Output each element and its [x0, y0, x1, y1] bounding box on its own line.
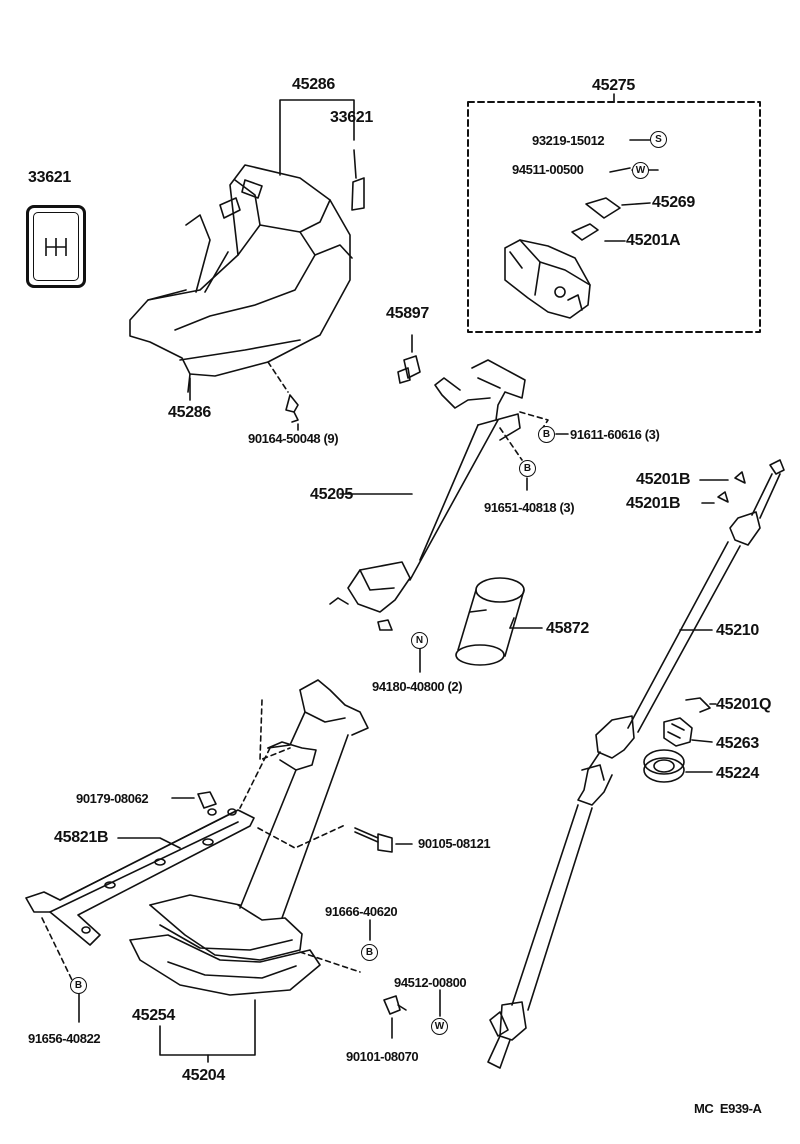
- label-33621-cover: 33621: [330, 109, 373, 126]
- label-45224: 45224: [716, 765, 759, 782]
- label-45254: 45254: [132, 1007, 175, 1024]
- label-45821B: 45821B: [54, 829, 109, 846]
- label-90101: 90101-08070: [346, 1049, 419, 1064]
- bolt-90105-drawing: [354, 827, 393, 853]
- label-94180: 94180-40800 (2): [372, 679, 463, 694]
- label-45205: 45205: [310, 486, 353, 503]
- stud-45897-drawing: [397, 334, 421, 384]
- bracket-45821B-drawing: [25, 808, 255, 946]
- lower-column-assembly-drawing: [129, 679, 369, 996]
- label-45275: 45275: [592, 77, 635, 94]
- retainer-45201A-drawing: [571, 223, 599, 241]
- label-91666: 91666-40620: [325, 904, 398, 919]
- plate-45269-drawing: [585, 197, 621, 219]
- label-45201A: 45201A: [626, 232, 681, 249]
- ignition-lock-body-drawing: [504, 239, 591, 319]
- marker-b-1: B: [538, 426, 555, 443]
- label-45872: 45872: [546, 620, 589, 637]
- label-94512: 94512-00800: [394, 975, 467, 990]
- label-90164: 90164-50048 (9): [248, 431, 339, 446]
- label-45210: 45210: [716, 622, 759, 639]
- label-45201B-1: 45201B: [636, 471, 691, 488]
- steering-shaft-45210-drawing: [487, 459, 785, 1069]
- marker-s: S: [650, 131, 667, 148]
- screw-90164-drawing: [267, 361, 299, 431]
- small-parts-drawing: [643, 697, 711, 783]
- marker-b-2: B: [519, 460, 536, 477]
- label-45201B-2: 45201B: [626, 495, 681, 512]
- label-91656: 91656-40822: [28, 1031, 101, 1046]
- label-93219: 93219-15012: [532, 133, 605, 148]
- label-45269: 45269: [652, 194, 695, 211]
- bushing-45872-drawing: [455, 577, 525, 666]
- label-plate-33621-drawing: [351, 177, 365, 211]
- label-90105: 90105-08121: [418, 836, 491, 851]
- marker-w-2: W: [431, 1018, 448, 1035]
- leader-45286-top: [279, 99, 355, 176]
- label-94511: 94511-00500: [512, 162, 584, 177]
- diagram-code: MC E939-A: [694, 1101, 762, 1116]
- label-45897: 45897: [386, 305, 429, 322]
- label-45204: 45204: [182, 1067, 225, 1084]
- marker-n: N: [411, 632, 428, 649]
- label-90179: 90179-08062: [76, 791, 149, 806]
- ignition-assembly-box: [467, 101, 761, 333]
- label-45263: 45263: [716, 735, 759, 752]
- label-45201Q: 45201Q: [716, 696, 772, 713]
- label-91651: 91651-40818 (3): [484, 500, 575, 515]
- upper-column-cover-drawing: [129, 164, 353, 393]
- nut-90179-drawing: [197, 791, 217, 809]
- label-91611: 91611-60616 (3): [570, 427, 660, 442]
- marker-b-3: B: [361, 944, 378, 961]
- label-45286-bottom: 45286: [168, 404, 211, 421]
- marker-b-4: B: [70, 977, 87, 994]
- marker-w-1: W: [632, 162, 649, 179]
- label-45286-top: 45286: [292, 76, 335, 93]
- gear-shift-pattern-icon: [26, 205, 86, 288]
- column-tube-45205-drawing: [329, 359, 549, 631]
- label-33621-emblem: 33621: [28, 169, 71, 186]
- bolt-90101-drawing: [383, 995, 407, 1015]
